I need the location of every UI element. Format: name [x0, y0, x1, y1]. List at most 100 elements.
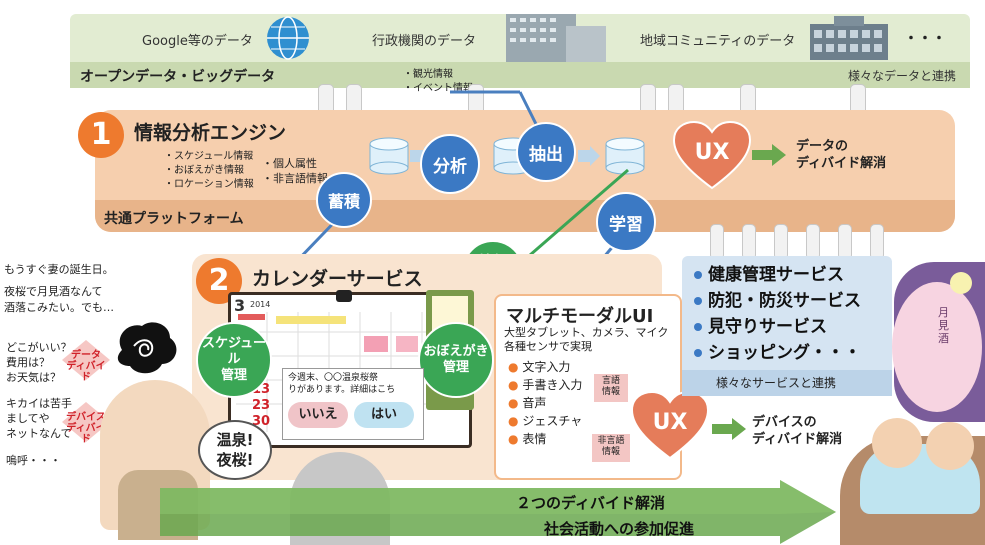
- multimodal-subtitle-line: 各種センサで実現: [504, 340, 592, 353]
- device-divide-tag-line: ディバイド: [66, 423, 106, 445]
- speech-line: 温泉!: [216, 431, 254, 449]
- extract-node: 抽出: [516, 122, 576, 182]
- step-2-badge: 2: [196, 258, 242, 304]
- green-arrow-icon: [752, 144, 786, 166]
- multimodal-panel: [494, 294, 682, 480]
- service-item: 防犯・防災サービス: [708, 291, 861, 311]
- no-button[interactable]: いいえ: [288, 402, 348, 428]
- info-item: ロケーション情報: [174, 179, 254, 190]
- data-divide-tag-line: データ: [71, 350, 101, 361]
- dialog-message: 今週末、〇〇温泉桜祭 りがあります。詳細はこち: [288, 372, 395, 396]
- speech-bubble: 温泉! 夜桜!: [198, 420, 272, 480]
- data-divide-line: ディバイド解消: [796, 156, 887, 171]
- input-list: ● 文字入力 ● 手書き入力 ● 音声 ● ジェスチャ ● 表情: [508, 360, 583, 446]
- input-item: 文字入力: [522, 360, 571, 374]
- attr-item: 非言語情報: [273, 172, 328, 185]
- database-icon: [369, 137, 409, 175]
- database-icon: [605, 137, 645, 175]
- schedule-mgmt-line: 管理: [220, 368, 247, 383]
- input-item: ジェスチャ: [522, 414, 583, 428]
- worry-line: 酒落こみたい。でも…: [4, 301, 114, 314]
- worries-text-1: もうすぐ妻の誕生日。 夜桜で月見酒なんて 酒落こみたい。でも…: [4, 262, 114, 316]
- gov-data-label: 行政機関のデータ: [372, 34, 477, 49]
- multimodal-subtitle-line: 大型タブレット、カメラ、マイク: [504, 326, 669, 339]
- various-data-label: 様々なデータと連携: [847, 69, 956, 83]
- connector-pillar: [774, 224, 788, 260]
- moon-sake-text: 月 見 酒: [938, 306, 949, 345]
- globe-icon: [267, 16, 309, 60]
- schedule-mgmt-line: スケジュール: [201, 336, 267, 367]
- connector-pillar: [742, 224, 756, 260]
- dialog-line: 今週末、〇〇温泉桜祭: [288, 373, 379, 383]
- attr-item: 個人属性: [273, 157, 317, 170]
- moon-sake-char: 酒: [938, 332, 949, 345]
- dialog-line: りがあります。詳細はこち: [288, 385, 396, 395]
- more-sources: ・・・: [904, 31, 946, 47]
- data-divide-diamond: [62, 340, 110, 380]
- info-list: ・スケジュール情報 ・おぼえがき情報 ・ロケーション情報: [164, 151, 254, 190]
- tourism-item: イベント情報: [413, 83, 473, 94]
- device-divide-tag: デバイス ディバイド: [66, 412, 106, 445]
- data-divide-tag-line: ディバイド: [66, 361, 106, 383]
- platform-label: 共通プラットフォーム: [104, 211, 244, 227]
- nonlang-info-tag: 非言語 情報: [592, 434, 630, 462]
- connector-pillar: [710, 224, 724, 260]
- moon-sake-char: 月: [938, 306, 949, 319]
- device-divide-tag-line: デバイス: [66, 412, 106, 423]
- notification-dialog: [282, 368, 424, 440]
- connector-pillar: [838, 224, 852, 260]
- engine-ux-label: UX: [694, 140, 730, 165]
- camera-icon: [336, 290, 352, 302]
- lang-info-line: 情報: [601, 387, 620, 397]
- confused-thought-bubble: [117, 322, 177, 374]
- memo-mgmt-line: おぼえがき: [423, 344, 489, 359]
- input-item: 音声: [522, 396, 547, 410]
- google-data-label: Google等のデータ: [142, 34, 253, 49]
- services-list: 健康管理サービス 防犯・防災サービス 見守りサービス ショッピング・・・: [694, 262, 861, 366]
- moon-icon: [950, 272, 972, 294]
- worry-line: 夜桜で月見酒なんて: [4, 285, 103, 298]
- service-item: ショッピング・・・: [708, 343, 861, 363]
- elder-woman-bathing: [926, 422, 974, 470]
- calendar-month: 3: [234, 296, 246, 315]
- service-item: 見守りサービス: [708, 317, 827, 337]
- bottom-arrow: [160, 480, 836, 544]
- worry-line: もうすぐ妻の誕生日。: [4, 263, 114, 276]
- data-divide-tag: データ ディバイド: [66, 350, 106, 383]
- services-footer: 様々なサービスと連携: [716, 376, 837, 390]
- info-item: おぼえがき情報: [174, 165, 244, 176]
- gov-building-icon: [506, 14, 606, 62]
- info-item: スケジュール情報: [174, 151, 254, 162]
- tourism-list: ・観光情報 ・イベント情報: [403, 69, 473, 94]
- yes-button[interactable]: はい: [354, 402, 414, 428]
- memo-mgmt-line: 管理: [442, 360, 469, 375]
- bottom-sub-label: 社会活動への参加促進: [544, 520, 695, 538]
- input-item: 表情: [522, 432, 547, 446]
- device-divide-line: ディバイド解消: [752, 432, 843, 447]
- community-building-icon: [810, 16, 888, 60]
- service-item: 健康管理サービス: [708, 265, 844, 285]
- lang-info-line: 言語: [601, 376, 620, 386]
- worry-line: どこがいい？: [6, 341, 72, 354]
- worry-line: 費用は？: [6, 356, 50, 369]
- services-footer-bar: [682, 370, 892, 396]
- learn-node: 学習: [596, 192, 656, 252]
- data-divide-result: データの ディバイド解消: [796, 138, 886, 172]
- worry-line: ネットなんて: [6, 427, 72, 440]
- bottom-main-label: ２つのディバイド解消: [516, 494, 665, 512]
- multimodal-title: マルチモーダルUI: [506, 306, 654, 327]
- calendar-year: 2014: [250, 300, 271, 309]
- analyze-node: 分析: [420, 134, 480, 194]
- input-item: 手書き入力: [522, 378, 583, 392]
- schedule-mgmt-node: スケジュール 管理: [196, 322, 272, 398]
- accumulate-node: 蓄積: [316, 172, 372, 228]
- community-data-label: 地域コミュニティのデータ: [640, 34, 796, 49]
- ux-heart-icon: [672, 120, 752, 190]
- memo-mgmt-node: おぼえがき 管理: [418, 322, 494, 398]
- worries-text-4: 嗚呼・・・: [6, 454, 61, 467]
- worries-text-3: キカイは苦手 ましてや ネットなんて: [6, 396, 72, 441]
- worry-line: ましてや: [6, 412, 50, 425]
- calendar-date: 23: [252, 398, 271, 413]
- cherry-blossom: [892, 282, 982, 412]
- worry-line: キカイは苦手: [6, 397, 72, 410]
